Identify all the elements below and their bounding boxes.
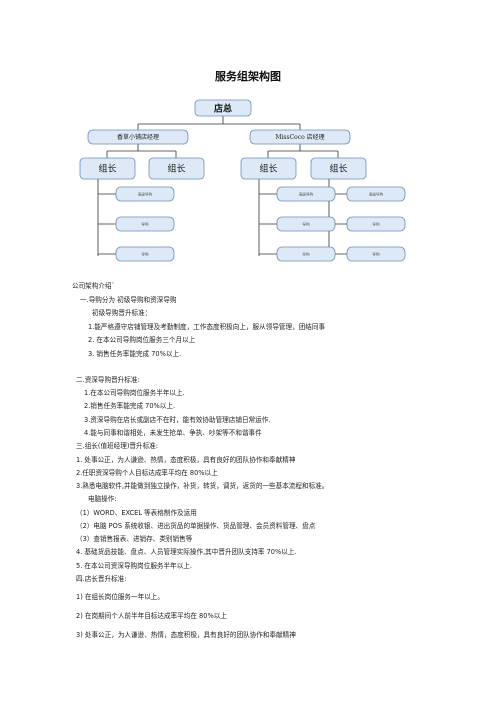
svg-text:高级导购: 高级导购	[299, 191, 314, 196]
org-node-leader-1: 组长	[79, 157, 136, 180]
org-node-staff-1-2: 导购	[115, 216, 175, 232]
text-line: 公司架构介绍`	[72, 282, 115, 290]
text-line: 4. 基础货品技能、盘点、人员管理实际操作,其中晋升团队支持率 70%以上.	[76, 548, 297, 556]
text-line: 2) 在岗期间个人前半年目标达成率平均在 80%以上	[76, 612, 227, 620]
section-heading: 四.店长晋升标准:	[76, 575, 127, 583]
text-line: 1) 在组长岗位服务一年以上。	[76, 593, 164, 601]
org-node-staff-2-2: 导购	[276, 216, 336, 232]
org-leader-2-label: 组长	[167, 163, 185, 175]
text-line: 电脑操作:	[88, 495, 117, 503]
text-line: （2）电脑 POS 系统收银、进出货品的单据操作、货品管理、会员资料管理、盘点	[76, 522, 316, 530]
text-line: 2.任职资深导购个人目标达成率平均在 80%以上	[76, 469, 218, 477]
text-line: 初级导购晋升标准：	[92, 309, 152, 317]
org-node-manager-1: 香草小铺店经理	[87, 129, 189, 145]
svg-text:导购: 导购	[372, 251, 380, 256]
text-line: 1.能严格遵守店铺管理及考勤制度，工作态度积极向上，服从领导管理，团结同事	[88, 323, 326, 331]
section-heading: 三.组长(值班经理)晋升标准:	[76, 442, 158, 450]
text-line: 5. 在本公司资深导购岗位服务半年以上.	[76, 562, 192, 570]
org-node-staff-3-1: 高级导购	[346, 186, 406, 202]
page-title: 服务组架构图	[215, 70, 281, 83]
svg-text:导购: 导购	[141, 221, 149, 226]
org-node-leader-4: 组长	[310, 157, 367, 180]
text-line: 3. 销售任务率能完成 70%以上.	[88, 350, 182, 358]
text-line: 3) 处事公正，为人谦逊、热情，态度积极，具有良好的团队协作和奉献精神	[76, 631, 296, 639]
text-line: 1. 处事公正，为人谦逊、热情，态度积极，具有良好的团队协作和奉献精神	[76, 456, 296, 464]
svg-text:导购: 导购	[302, 251, 310, 256]
section-heading: 二.资深导购晋升标准:	[76, 376, 140, 384]
org-node-leader-3: 组长	[240, 157, 297, 180]
org-root-label: 店总	[214, 103, 232, 115]
text-line: （3）查销售报表、进销存、类别销售等	[76, 535, 193, 543]
org-chart: 店总 香草小铺店经理 MissCoco 店经理 组长 组长 组长 组长 高级导购…	[79, 99, 406, 262]
org-manager-1-label: 香草小铺店经理	[117, 133, 159, 141]
org-leader-3-label: 组长	[259, 163, 277, 175]
org-node-staff-1-3: 导购	[115, 246, 175, 262]
svg-text:高级导购: 高级导购	[138, 191, 153, 196]
text-line: 2. 在本公司导购岗位服务三个月以上	[88, 336, 196, 344]
org-leader-4-label: 组长	[329, 163, 347, 175]
text-line: （1）WORD、EXCEL 等表格制作及运用	[76, 509, 197, 517]
org-manager-2-label: MissCoco 店经理	[275, 133, 324, 141]
svg-text:高级导购: 高级导购	[369, 191, 384, 196]
text-line: 3.熟悉电脑软件,并能做到独立操作，补货，转货，调货，返货的一些基本流程和标准。	[76, 482, 329, 490]
org-leader-1-label: 组长	[98, 163, 116, 175]
text-line: 3.资深导购在店长或副店不在时，能有效协助管理店铺日常运作.	[84, 416, 271, 424]
org-node-manager-2: MissCoco 店经理	[249, 129, 351, 145]
svg-text:导购: 导购	[372, 221, 380, 226]
text-line: 4.能与同事和谐相处，未发生抢单、争执、吵架等不和谐事件	[84, 429, 262, 437]
org-node-staff-1-1: 高级导购	[115, 186, 175, 202]
org-node-staff-3-3: 导购	[346, 246, 406, 262]
org-node-staff-3-2: 导购	[346, 216, 406, 232]
svg-text:导购: 导购	[302, 221, 310, 226]
org-node-staff-2-3: 导购	[276, 246, 336, 262]
org-node-root: 店总	[194, 99, 252, 117]
org-node-staff-2-1: 高级导购	[276, 186, 336, 202]
text-line: 2.销售任务率能完成 70%以上.	[84, 402, 176, 410]
svg-text:导购: 导购	[141, 251, 149, 256]
text-line: 1.在本公司导购岗位服务半年以上.	[84, 389, 185, 397]
org-node-leader-2: 组长	[148, 157, 205, 180]
section-heading: 一.导购分为 初级导购和资深导购	[80, 296, 177, 304]
